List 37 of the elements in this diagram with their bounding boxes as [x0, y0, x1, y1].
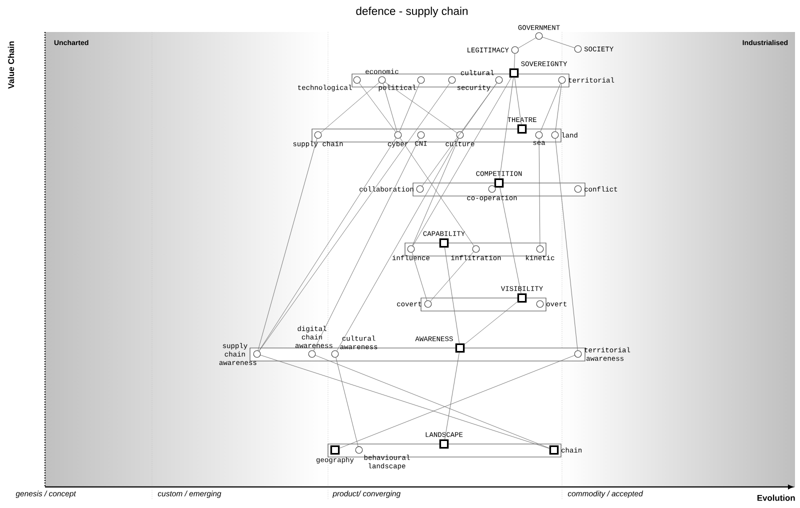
connector-line — [444, 247, 460, 344]
connector-line — [538, 138, 540, 246]
connector-line — [500, 187, 522, 294]
connector-line — [422, 82, 498, 186]
connector-line — [260, 354, 550, 449]
connector-line — [399, 83, 420, 132]
connector-line — [514, 77, 522, 125]
connector-line — [542, 36, 575, 48]
connector-line — [555, 138, 578, 351]
connector-line — [430, 252, 474, 302]
connector-line — [464, 302, 518, 344]
connector-line — [514, 53, 516, 69]
connector-line — [320, 82, 380, 133]
connector-line — [412, 77, 512, 246]
connector-line — [412, 252, 428, 301]
axis-title: Value Chain — [8, 42, 14, 89]
title: defence - supply chain — [356, 6, 468, 18]
connector-line — [499, 77, 514, 179]
connector-line — [336, 357, 358, 447]
connector-line — [540, 83, 561, 132]
connector-line — [518, 38, 536, 48]
connector-line — [444, 352, 460, 440]
connector-line — [313, 138, 420, 351]
connector-line — [258, 82, 450, 352]
axis-title: Evolution — [757, 494, 795, 501]
connector-line — [336, 138, 458, 352]
connector-line — [339, 355, 575, 448]
connector-line — [555, 83, 562, 132]
connector-line — [315, 355, 550, 448]
connector-line — [384, 82, 458, 134]
connector-line — [400, 138, 474, 246]
connector-line — [382, 83, 398, 132]
connector-line — [462, 82, 498, 132]
connector-line — [412, 138, 459, 246]
connector-line — [358, 82, 396, 132]
connector-line — [258, 138, 318, 351]
connector-line — [258, 138, 396, 352]
